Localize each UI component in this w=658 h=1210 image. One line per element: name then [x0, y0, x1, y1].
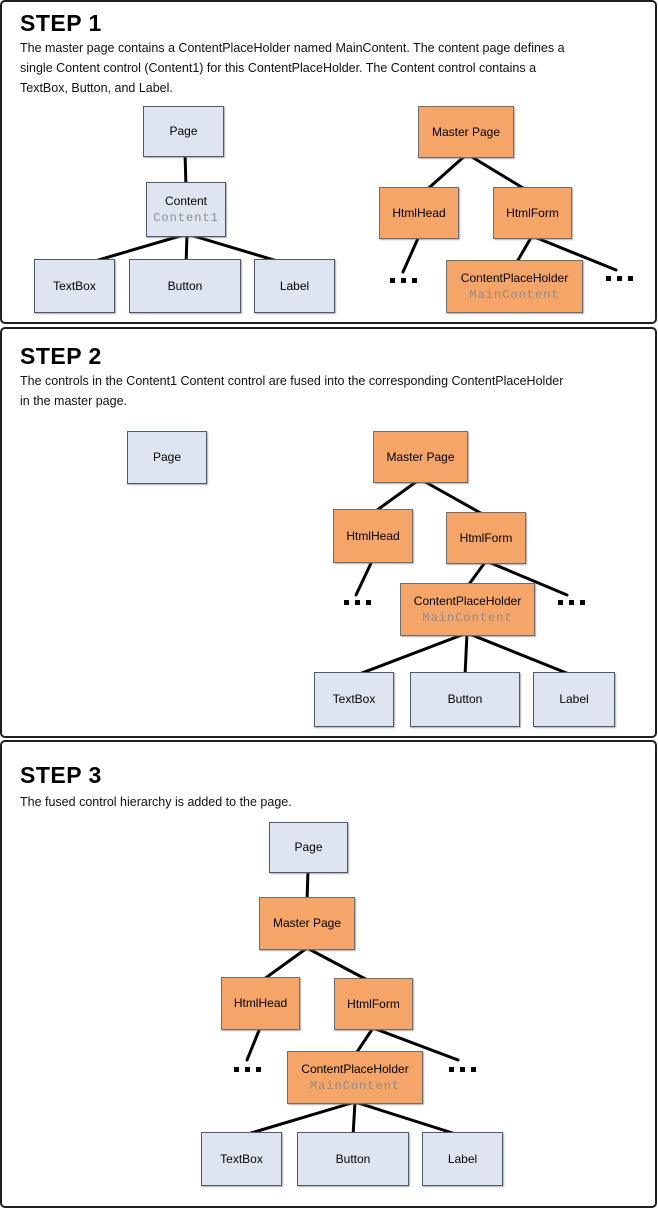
- step2-panel: STEP 2 The controls in the Content1 Cont…: [0, 327, 657, 738]
- step2-label-node: Label: [533, 672, 615, 727]
- step3-htmlform-label: HtmlForm: [347, 996, 400, 1011]
- step3-htmlhead-node: HtmlHead: [221, 977, 300, 1030]
- ellipsis-icon: [390, 278, 417, 283]
- step3-page-node: Page: [269, 822, 348, 873]
- step2-master-page-node: Master Page: [373, 431, 468, 483]
- step2-contentplaceholder-node: ContentPlaceHolder MainContent: [400, 583, 535, 636]
- step3-placeholder-id-label: MainContent: [309, 1078, 401, 1093]
- ellipsis-icon: [606, 276, 633, 281]
- step3-button-label: Button: [335, 1151, 371, 1166]
- step1-label-node: Label: [254, 259, 335, 313]
- step2-label-label: Label: [559, 692, 589, 706]
- step3-textbox-node: TextBox: [201, 1132, 282, 1186]
- step3-description: The fused control hierarchy is added to …: [20, 795, 292, 809]
- step1-htmlform-label: HtmlForm: [506, 205, 559, 220]
- step2-title: STEP 2: [20, 343, 102, 369]
- step1-htmlhead-node: HtmlHead: [379, 187, 459, 239]
- step3-contentplaceholder-label: ContentPlaceHolder: [301, 1061, 409, 1076]
- step3-textbox-label: TextBox: [220, 1151, 263, 1166]
- step2-contentplaceholder-label: ContentPlaceHolder: [413, 593, 522, 608]
- step3-title: STEP 3: [20, 762, 102, 788]
- ellipsis-icon: [344, 600, 371, 605]
- step1-page-label: Page: [169, 124, 198, 138]
- ellipsis-icon: [558, 600, 585, 605]
- step1-content-label: Content: [164, 193, 208, 208]
- step1-button-node: Button: [129, 259, 241, 313]
- step1-page-node: Page: [143, 106, 224, 157]
- step1-description: The master page contains a ContentPlaceH…: [20, 41, 565, 95]
- step2-textbox-node: TextBox: [314, 672, 394, 727]
- ellipsis-icon: [234, 1067, 261, 1072]
- step1-htmlform-node: HtmlForm: [493, 187, 572, 239]
- step3-panel: STEP 3 The fused control hierarchy is ad…: [0, 740, 657, 1208]
- step1-master-page-node: Master Page: [418, 106, 514, 158]
- ellipsis-icon: [449, 1067, 476, 1072]
- step2-placeholder-id-label: MainContent: [422, 610, 513, 625]
- step1-contentplaceholder-label: ContentPlaceHolder: [460, 270, 569, 285]
- step1-textbox-label: TextBox: [53, 278, 96, 293]
- step2-htmlhead-node: HtmlHead: [333, 509, 413, 563]
- step3-contentplaceholder-node: ContentPlaceHolder MainContent: [287, 1051, 423, 1104]
- step3-page-label: Page: [294, 840, 323, 854]
- step2-htmlhead-label: HtmlHead: [346, 528, 400, 543]
- step2-master-page-label: Master Page: [386, 449, 455, 464]
- step3-label-label: Label: [447, 1151, 478, 1166]
- step1-title: STEP 1: [20, 10, 102, 36]
- step1-label-label: Label: [279, 278, 310, 293]
- step2-textbox-label: TextBox: [332, 692, 376, 706]
- step2-htmlform-label: HtmlForm: [459, 530, 513, 545]
- step3-htmlform-node: HtmlForm: [334, 978, 413, 1030]
- step2-page-node: Page: [127, 431, 207, 484]
- step1-contentplaceholder-node: ContentPlaceHolder MainContent: [446, 260, 583, 313]
- step3-label-node: Label: [422, 1132, 503, 1186]
- step2-button-label: Button: [447, 692, 483, 706]
- step3-htmlhead-label: HtmlHead: [233, 996, 288, 1010]
- step3-master-page-label: Master Page: [272, 916, 342, 930]
- step1-placeholder-id-label: MainContent: [469, 287, 560, 302]
- step1-content-id-label: Content1: [153, 210, 219, 225]
- step3-button-node: Button: [297, 1132, 409, 1186]
- step1-htmlhead-label: HtmlHead: [392, 205, 446, 220]
- step1-master-page-label: Master Page: [431, 124, 501, 139]
- step3-connector-lines: [239, 868, 464, 1138]
- step2-page-label: Page: [152, 450, 182, 464]
- step3-master-page-node: Master Page: [259, 897, 355, 950]
- step2-connector-lines: [352, 477, 576, 678]
- step1-content-node: Content Content1: [146, 182, 226, 237]
- step2-htmlform-node: HtmlForm: [446, 512, 526, 564]
- step2-description: The controls in the Content1 Content con…: [20, 374, 564, 408]
- step1-button-label: Button: [167, 278, 203, 293]
- step2-button-node: Button: [410, 672, 520, 727]
- step1-textbox-node: TextBox: [34, 259, 115, 313]
- step1-panel: STEP 1 The master page contains a Conten…: [0, 0, 657, 324]
